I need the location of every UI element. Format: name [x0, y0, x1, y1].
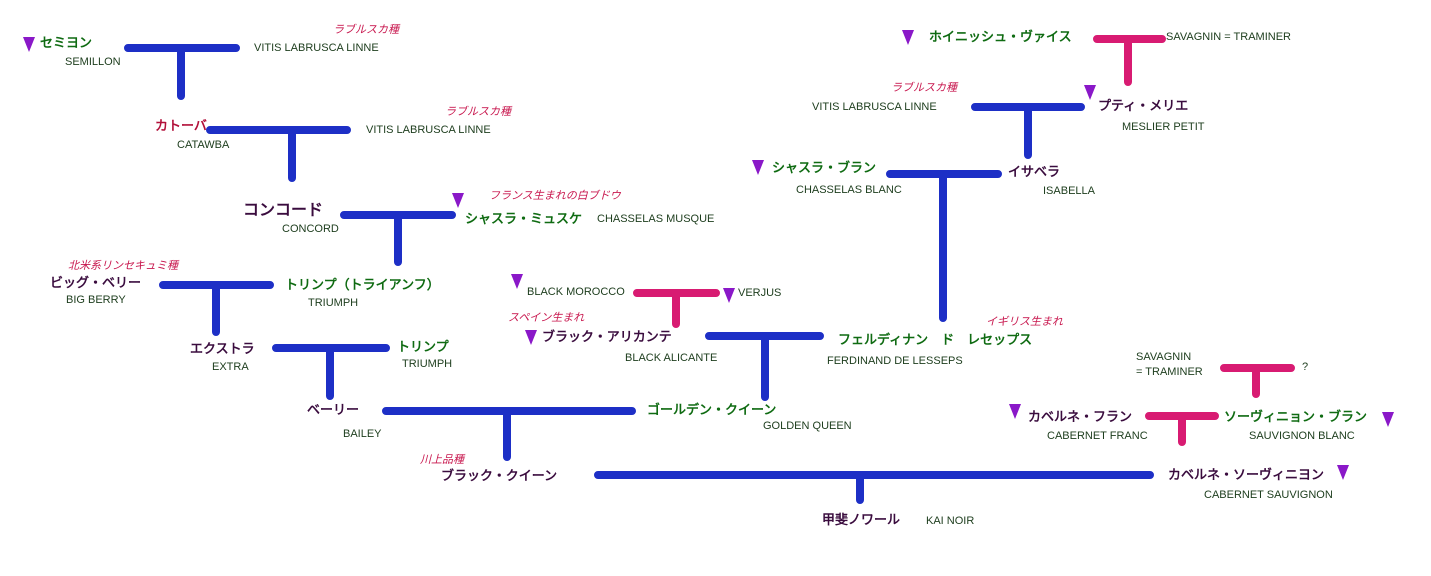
node-triumph-1-jp: トリンプ（トライアンフ） [285, 278, 440, 293]
note-ferdinand: イギリス生まれ [986, 315, 1063, 328]
parent-marker-icon [1084, 85, 1096, 100]
cross-line-bailey-goldenqueen [382, 407, 636, 461]
node-labrusca-2-en: VITIS LABRUSCA LINNE [366, 124, 491, 136]
node-kai-noir-jp: 甲斐ノワール [822, 513, 901, 528]
node-black-alicante-en: BLACK ALICANTE [625, 352, 718, 364]
parent-marker-icon [902, 30, 914, 45]
node-sauv-blanc-jp: ソーヴィニョン・ブラン [1224, 410, 1368, 425]
node-sauv-blanc-en: SAUVIGNON BLANC [1249, 430, 1355, 442]
node-unknown: ? [1302, 361, 1309, 373]
node-black-alicante-jp: ブラック・アリカンテ [542, 330, 672, 345]
node-ferdinand-en: FERDINAND DE LESSEPS [827, 355, 963, 367]
parent-marker-icon [1009, 404, 1021, 419]
cross-line-extra-triumph [272, 344, 390, 400]
parent-marker-icon [752, 160, 764, 175]
parent-marker-icon [1337, 465, 1349, 480]
node-chasselas-blanc-en: CHASSELAS BLANC [796, 184, 902, 196]
node-concord-jp: コンコード [243, 200, 324, 219]
node-cab-sauv-jp: カベルネ・ソーヴィニヨン [1168, 468, 1325, 483]
node-isabella-en: ISABELLA [1043, 185, 1095, 197]
node-triumph-2-en: TRIUMPH [402, 358, 453, 370]
note-labrusca-2: ラブルスカ種 [445, 105, 511, 118]
node-savagnin-low-line1: SAVAGNIN [1136, 351, 1192, 363]
node-golden-queen-en: GOLDEN QUEEN [763, 420, 852, 432]
node-extra-en: EXTRA [212, 361, 249, 373]
cross-line-savagnin-unknown [1220, 364, 1295, 398]
cross-line-labrusca-meslier [971, 103, 1085, 159]
node-labrusca-3-en: VITIS LABRUSCA LINNE [812, 101, 937, 113]
cross-line-weiss-savagnin [1093, 35, 1166, 86]
parent-marker-icon [1382, 412, 1394, 427]
note-labrusca-1: ラブルスカ種 [333, 23, 399, 36]
node-big-berry-jp: ビッグ・ベリー [50, 276, 142, 291]
parent-marker-icon [723, 288, 735, 303]
node-cab-sauv-en: CABERNET SAUVIGNON [1204, 489, 1333, 501]
parent-marker-icon [452, 193, 464, 208]
node-kai-noir-en: KAI NOIR [926, 515, 975, 527]
node-catawba-jp: カトーバ [155, 119, 207, 134]
note-chasselas-musque: フランス生まれの白ブドウ [489, 189, 621, 202]
note-black-alicante: スペイン生まれ [508, 311, 585, 324]
node-verjus-en: VERJUS [738, 287, 782, 299]
note-big-berry: 北米系リンセキュミ種 [68, 259, 178, 272]
parent-marker-icon [511, 274, 523, 289]
node-golden-queen-jp: ゴールデン・クイーン [647, 403, 777, 418]
node-catawba-en: CATAWBA [177, 139, 230, 151]
node-savagnin-top-en: SAVAGNIN = TRAMINER [1166, 31, 1291, 43]
node-black-queen-jp: ブラック・クイーン [441, 469, 558, 484]
cross-line-concord-chasselas-musque [340, 211, 456, 266]
node-savagnin-low-line2: = TRAMINER [1136, 366, 1203, 378]
node-triumph-2-jp: トリンプ [397, 340, 449, 355]
cross-line-blackqueen-cabsauv [594, 471, 1154, 504]
node-black-morocco-en: BLACK MOROCCO [527, 286, 625, 298]
node-meslier-en: MESLIER PETIT [1122, 121, 1205, 133]
node-chasselas-blanc-jp: シャスラ・ブラン [772, 161, 877, 176]
node-meslier-jp: プティ・メリエ [1098, 99, 1189, 114]
node-labrusca-1-en: VITIS LABRUSCA LINNE [254, 42, 379, 54]
node-chasselas-musque-jp: シャスラ・ミュスケ [465, 212, 583, 227]
node-bailey-en: BAILEY [343, 428, 382, 440]
node-cab-franc-jp: カベルネ・フラン [1028, 410, 1133, 425]
parent-marker-icon [525, 330, 537, 345]
parent-marker-icon [23, 37, 35, 52]
node-big-berry-en: BIG BERRY [66, 294, 126, 306]
cross-line-bigberry-triumph [159, 281, 274, 336]
node-bailey-jp: ベーリー [307, 403, 360, 418]
node-chasselas-musque-en: CHASSELAS MUSQUE [597, 213, 715, 225]
node-weiss-jp: ホイニッシュ・ヴァイス [929, 30, 1072, 45]
node-ferdinand-jp: フェルディナン ド レセップス [838, 333, 1033, 348]
node-isabella-jp: イサベラ [1008, 165, 1061, 180]
node-cab-franc-en: CABERNET FRANC [1047, 430, 1148, 442]
cross-line-alicante-ferdinand [705, 332, 824, 401]
cross-line-morocco-verjus [633, 289, 720, 328]
note-labrusca-3: ラブルスカ種 [891, 81, 957, 94]
node-semillon-jp: セミヨン [40, 36, 93, 51]
node-triumph-1-en: TRIUMPH [308, 297, 359, 309]
cross-line-cabfranc-sauvblanc [1145, 412, 1219, 446]
node-concord-en: CONCORD [282, 223, 339, 235]
cross-line-semillon-labrusca [124, 44, 240, 100]
cross-line-chasselas-isabella [886, 170, 1002, 322]
note-black-queen: 川上品種 [420, 453, 464, 466]
node-semillon-en: SEMILLON [65, 56, 121, 68]
cross-line-catawba-labrusca [206, 126, 351, 182]
node-extra-jp: エクストラ [190, 342, 255, 357]
